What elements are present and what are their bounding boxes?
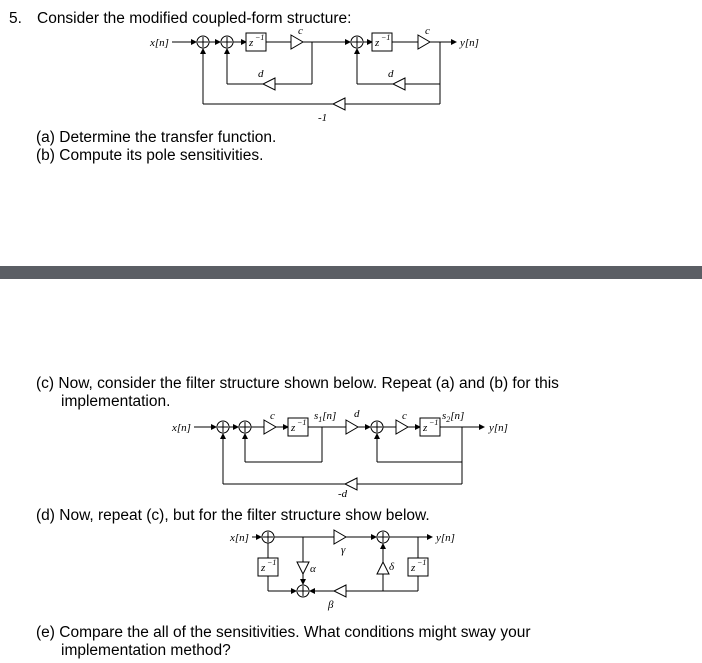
part-e: (e) Compare the all of the sensitivities… [36,624,531,641]
d1-gain-d-1-label: d [258,68,264,80]
part-c-continued: implementation. [61,393,171,410]
d3-gain-alpha [296,561,310,576]
diagram-2-filter-structure: x[n] c z −1 s1[n] d c z −1 [171,408,508,500]
d3-output-label: y[n] [435,532,455,544]
d2-adder-2 [238,420,252,434]
d3-gain-delta [376,560,390,575]
d1-delay-2-exp: −1 [381,33,390,42]
d3-delay-2-exp: −1 [417,558,426,567]
d3-input-label: x[n] [229,532,249,544]
d2-gain-c-1-label: c [270,410,275,422]
d2-gain-neg-d-label: -d [338,488,348,500]
part-d: (d) Now, repeat (c), but for the filter … [36,507,430,524]
d1-gain-d-2-label: d [388,68,394,80]
d1-output-label: y[n] [459,37,479,49]
d3-gain-gamma-label: γ [341,544,346,556]
d2-adder-1 [216,420,230,434]
d2-output-label: y[n] [488,422,508,434]
d2-input-label: x[n] [171,422,191,434]
d2-adder-3 [370,420,384,434]
d3-gain-gamma [333,529,347,545]
part-c: (c) Now, consider the filter structure s… [36,375,559,392]
d1-input-label: x[n] [149,37,169,49]
d3-adder-3 [296,584,310,598]
d2-delay-1-label: z [290,422,296,434]
diagram-3-filter-structure: x[n] γ y[n] z −1 α β [229,529,455,611]
d2-gain-neg-d [343,477,358,491]
d1-delay-1-label: z [248,37,254,49]
question-title: Consider the modified coupled-form struc… [37,10,352,27]
d2-delay-1-exp: −1 [297,418,306,427]
part-a: (a) Determine the transfer function. [36,129,277,146]
d3-gain-delta-label: δ [389,561,395,573]
diagram-1-coupled-form: x[n] z −1 c d z −1 [149,25,479,124]
d1-gain-neg1 [331,97,346,111]
d3-gain-beta-label: β [327,599,334,611]
d1-gain-c-2-label: c [425,25,430,37]
d1-delay-2-label: z [374,37,380,49]
d1-gain-d-2 [391,77,406,91]
d2-gain-c-2 [395,419,409,435]
d2-gain-d [345,419,359,435]
d2-gain-d-label: d [354,408,360,420]
question-number: 5. [9,10,22,27]
d2-delay-2-exp: −1 [429,418,438,427]
d3-adder-2 [376,530,390,544]
d2-delay-2-label: z [422,422,428,434]
d2-state-1-label: s1[n] [314,410,336,424]
d3-delay-1-exp: −1 [267,558,276,567]
d3-gain-alpha-label: α [310,563,316,575]
d1-delay-1-exp: −1 [255,33,264,42]
d2-state-2-label: s2[n] [442,410,464,424]
part-b: (b) Compute its pole sensitivities. [36,147,264,164]
d1-adder-2 [220,35,234,49]
d2-gain-c-1 [263,419,277,435]
d1-gain-neg1-label: -1 [318,112,327,124]
d1-adder-3 [350,35,364,49]
d3-delay-1-label: z [260,562,266,574]
d1-gain-c-1-label: c [298,25,303,37]
d1-gain-d-1 [261,77,276,91]
page-divider [0,266,702,279]
d1-adder-1 [196,35,210,49]
d1-gain-c-2 [417,34,431,50]
d1-gain-c-1 [290,34,304,50]
d3-adder-1 [261,530,275,544]
d3-gain-beta [332,584,347,598]
part-e-continued: implementation method? [61,642,231,659]
d2-gain-c-2-label: c [402,410,407,422]
d3-delay-2-label: z [410,562,416,574]
